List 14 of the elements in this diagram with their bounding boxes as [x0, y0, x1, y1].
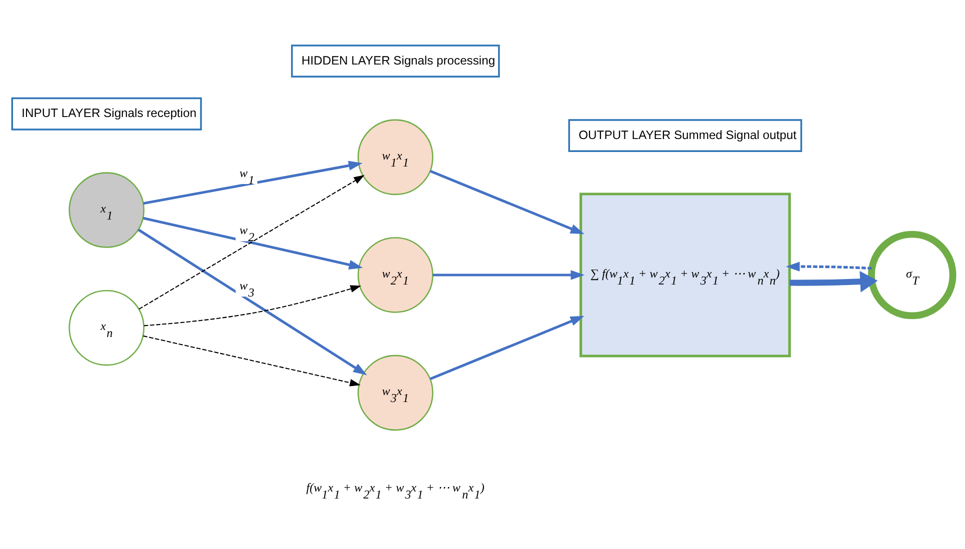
arrow [144, 284, 362, 326]
arrow [142, 216, 363, 269]
arrow [786, 261, 872, 271]
arrow [430, 315, 584, 380]
arrow [138, 174, 365, 310]
node-box: INPUT LAYER Signals reception [11, 96, 202, 130]
arrow [143, 334, 361, 386]
node-box: OUTPUT LAYER Summed Signal output [568, 118, 802, 152]
arrow [430, 169, 584, 234]
node-box: HIDDEN LAYER Signals processing [291, 44, 500, 77]
arrow [790, 270, 878, 292]
arrow [143, 160, 363, 204]
arrow [432, 270, 585, 280]
arrow [138, 228, 368, 375]
